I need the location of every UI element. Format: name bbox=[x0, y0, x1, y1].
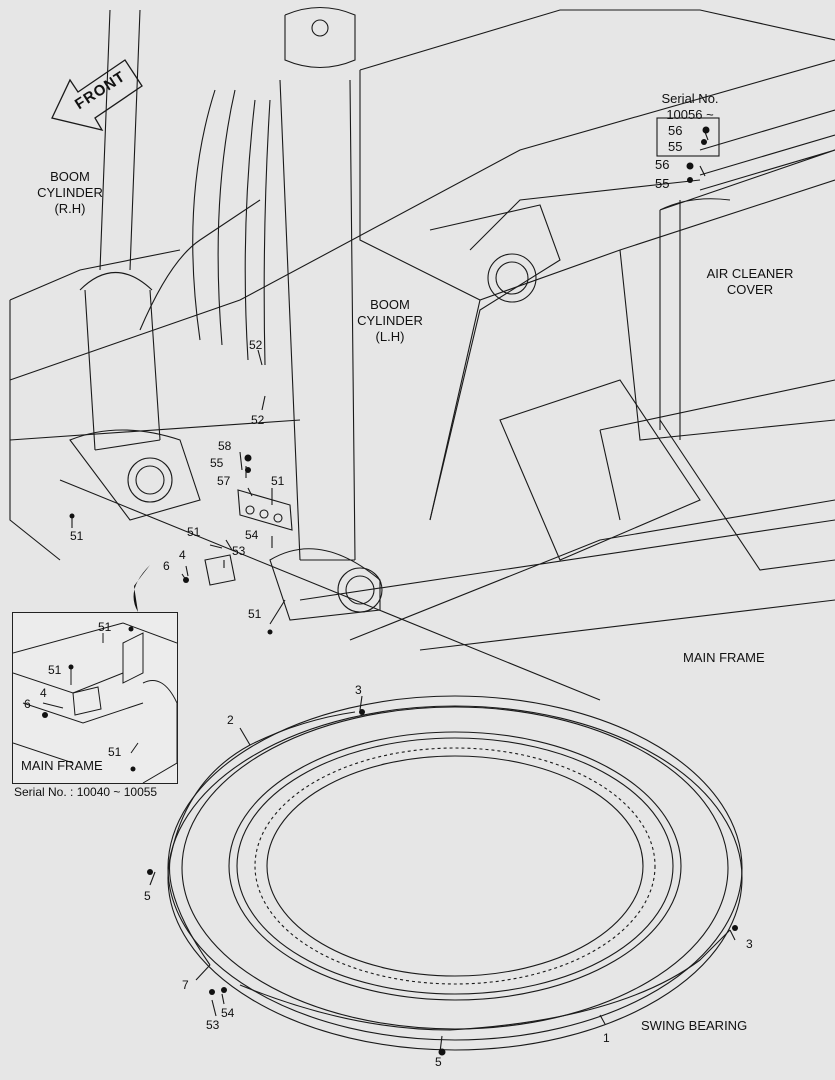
swing-bearing bbox=[167, 695, 743, 1051]
main-frame-outline bbox=[9, 59, 835, 701]
serial-top-label: Serial No. 10056 ~ bbox=[661, 91, 719, 122]
callout-56: 56 bbox=[668, 123, 683, 138]
boom-cylinder-rh bbox=[79, 271, 161, 451]
hydraulic-hoses bbox=[192, 89, 271, 366]
main-frame-label: MAIN FRAME bbox=[683, 650, 765, 665]
grease-hose-1 bbox=[239, 929, 731, 1031]
callout-7: 7 bbox=[182, 978, 189, 992]
callout-4: 4 bbox=[179, 548, 186, 562]
serial-inset-panel: MAIN FRAME bbox=[12, 612, 178, 784]
callout-51: 51 bbox=[98, 620, 112, 634]
callout-51: 51 bbox=[187, 525, 201, 539]
air-cleaner-cover-label: AIR CLEANER COVER bbox=[706, 266, 794, 297]
callout-3: 3 bbox=[746, 937, 753, 951]
callout-52: 52 bbox=[249, 338, 263, 352]
callout-54: 54 bbox=[245, 528, 259, 542]
inset-pointer-arrow bbox=[133, 565, 150, 612]
swing-bearing-label: SWING BEARING bbox=[641, 1018, 748, 1033]
front-arrow-icon bbox=[51, 59, 143, 131]
callout-6: 6 bbox=[24, 697, 31, 711]
callout-51: 51 bbox=[108, 745, 122, 759]
callout-51: 51 bbox=[248, 607, 262, 621]
callout-6: 6 bbox=[163, 559, 170, 573]
boom-cylinder-lh-label: BOOM CYLINDER (L.H) bbox=[357, 297, 423, 344]
callout-53: 53 bbox=[232, 544, 246, 558]
air-cleaner-cover bbox=[659, 149, 835, 440]
callout-4: 4 bbox=[40, 686, 47, 700]
callout-51: 51 bbox=[70, 529, 84, 543]
callout-58: 58 bbox=[218, 439, 232, 453]
callout-56: 56 bbox=[655, 157, 670, 172]
callout-51: 51 bbox=[48, 663, 62, 677]
callout-52: 52 bbox=[251, 413, 265, 427]
callout-5: 5 bbox=[144, 889, 151, 903]
callout-51: 51 bbox=[271, 474, 285, 488]
inset-main-frame-label: MAIN FRAME bbox=[21, 758, 103, 773]
callout-5: 5 bbox=[435, 1055, 442, 1069]
boom-foot-bracket bbox=[429, 204, 561, 521]
boom-cylinder-rh-label: BOOM CYLINDER (R.H) bbox=[37, 169, 103, 216]
callout-55: 55 bbox=[655, 176, 670, 191]
callout-55: 55 bbox=[210, 456, 224, 470]
boom-cylinder-lh bbox=[279, 79, 356, 561]
callout-53: 53 bbox=[206, 1018, 220, 1032]
callout-54: 54 bbox=[221, 1006, 235, 1020]
serial-inset-caption: Serial No. : 10040 ~ 10055 bbox=[14, 785, 158, 799]
callout-57: 57 bbox=[217, 474, 231, 488]
grease-hose-2 bbox=[168, 711, 356, 966]
callout-3: 3 bbox=[355, 683, 362, 697]
callout-55: 55 bbox=[668, 139, 683, 154]
callout-1: 1 bbox=[603, 1031, 610, 1045]
callout-2: 2 bbox=[227, 713, 234, 727]
